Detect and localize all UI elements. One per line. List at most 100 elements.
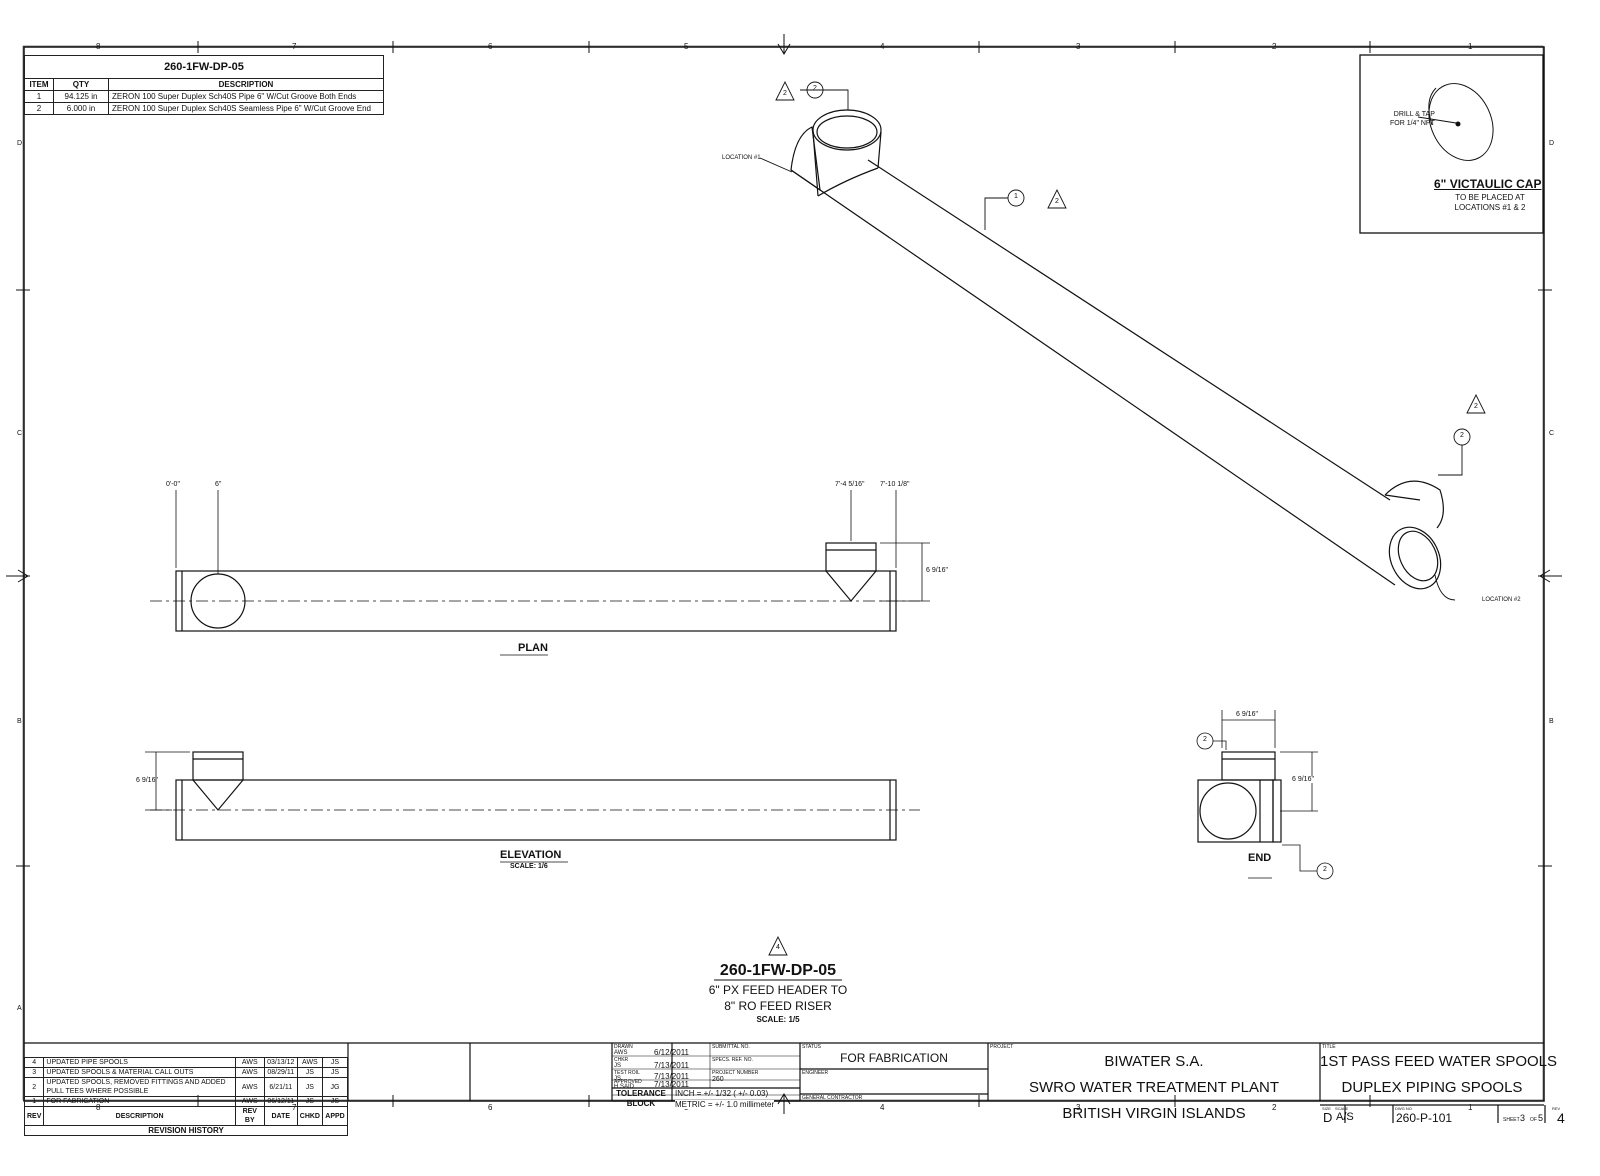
tb-chkd2-date: 7/13/2011	[654, 1072, 689, 1081]
main-title-number: 260-1FW-DP-05	[719, 962, 837, 979]
cap-detail-box	[1359, 54, 1544, 234]
rev-cell: JS	[296, 1096, 324, 1107]
bom-header-qty: QTY	[53, 78, 109, 91]
tb-engineer-label: ENGINEER	[802, 1070, 829, 1076]
column-label: 6	[488, 42, 493, 51]
row-label: B	[1549, 718, 1554, 725]
revision-history-title: REVISION HISTORY	[24, 1125, 348, 1136]
location-2-label: LOCATION #2	[1482, 597, 1521, 603]
balloon-label: 2	[1460, 432, 1464, 439]
rev-cell: 06/12/11	[263, 1096, 298, 1107]
sheet-border	[23, 46, 1545, 1102]
tb-tolerance-metric: METRIC = +/- 1.0 millimeter	[675, 1100, 775, 1109]
tb-value: H SAID	[614, 1084, 635, 1090]
rev-cell: UPDATED SPOOLS & MATERIAL CALL OUTS	[43, 1067, 236, 1078]
cap-subtitle-line: LOCATIONS #1 & 2	[1454, 203, 1526, 212]
tb-submittal: SUBMITTAL NO.	[712, 1044, 750, 1050]
elevation-scale: SCALE: 1/6	[510, 863, 548, 870]
rev-header: CHKD	[296, 1106, 324, 1126]
rev-cell: 6/21/11	[263, 1077, 298, 1097]
column-label: 1	[1468, 42, 1473, 51]
row-label: D	[1549, 140, 1555, 147]
plan-dim: 0'-0"	[166, 481, 180, 488]
bom-cell: 94.125 in	[53, 90, 109, 103]
tb-status-label: STATUS	[802, 1044, 821, 1050]
main-title-rev: 4	[776, 944, 780, 951]
balloon-label: 1	[1014, 193, 1018, 200]
tb-scale: A/S	[1336, 1111, 1354, 1123]
rev-cell: 03/13/12	[263, 1057, 298, 1068]
tb-size-label: SIZE	[1322, 1106, 1331, 1111]
tb-drawn-date: 6/12/2011	[654, 1048, 689, 1057]
row-label: A	[17, 1005, 22, 1012]
revision-history: 4 UPDATED PIPE SPOOLS AWS 03/13/12 AWS J…	[23, 1057, 348, 1136]
triangle-label: 2	[783, 90, 787, 97]
border-ticks	[6, 34, 1562, 1114]
isometric-pipe	[790, 109, 1444, 590]
rev-cell: 4	[23, 1057, 45, 1068]
rev-header: REV BY	[234, 1106, 265, 1126]
elevation-label: ELEVATION	[500, 849, 562, 861]
triangle-label: 2	[1474, 403, 1478, 410]
column-label: 6	[488, 1103, 493, 1112]
column-label: 1	[1468, 1103, 1473, 1112]
rev-header: DATE	[263, 1106, 298, 1126]
table-row: 4 UPDATED PIPE SPOOLS AWS 03/13/12 AWS J…	[23, 1057, 348, 1068]
column-label: 4	[880, 42, 885, 51]
table-row: 1 FOR FABRICATION AWS 06/12/11 JS JS	[23, 1096, 348, 1107]
plan-dim: 6"	[215, 481, 222, 488]
tb-chkd-date: 7/13/2011	[654, 1061, 689, 1070]
table-row: REV DESCRIPTION REV BY DATE CHKD APPD	[23, 1106, 348, 1126]
triangle-label: 2	[1055, 198, 1059, 205]
column-label: 8	[96, 42, 101, 51]
end-dim-v: 6 9/16"	[1292, 776, 1314, 783]
rev-header: REV	[23, 1106, 45, 1126]
tb-rev: 4	[1557, 1110, 1565, 1126]
bom-title: 260-1FW-DP-05	[24, 55, 384, 79]
tb-title: 1ST PASS FEED WATER SPOOLS DUPLEX PIPING…	[1320, 1049, 1557, 1101]
rev-header: APPD	[322, 1106, 348, 1126]
rev-cell: AWS	[234, 1096, 265, 1107]
rev-cell: 1	[23, 1096, 45, 1107]
tb-project-line: BRITISH VIRGIN ISLANDS	[1062, 1105, 1246, 1122]
table-row: 2 6.000 in ZERON 100 Super Duplex Sch40S…	[24, 102, 384, 115]
tb-dwg-no: 260-P-101	[1396, 1111, 1453, 1125]
bom-cell: ZERON 100 Super Duplex Sch40S Pipe 6" W/…	[108, 90, 384, 103]
iso-branch-opening	[812, 109, 882, 151]
cap-note: DRILL & TAP FOR 1/4" NPT	[1390, 110, 1435, 128]
rev-header: DESCRIPTION	[43, 1106, 236, 1126]
bom-header-item: ITEM	[24, 78, 54, 91]
cap-subtitle-line: TO BE PLACED AT	[1455, 193, 1525, 202]
tb-apprv: APPROVED H SAID	[614, 1080, 642, 1091]
plan-label: PLAN	[518, 642, 548, 654]
main-title-line2: 8" RO FEED RISER	[724, 999, 832, 1013]
tb-value: JS	[614, 1063, 622, 1069]
tb-rev-label: REV	[1552, 1106, 1561, 1111]
rev-cell: AWS	[234, 1057, 265, 1068]
tb-tolerance-label: TOLERANCE BLOCK	[612, 1089, 670, 1109]
end-view	[1197, 751, 1282, 843]
tb-project-label: PROJECT	[990, 1044, 1014, 1050]
rev-cell: AWS	[234, 1067, 265, 1078]
cap-subtitle: TO BE PLACED AT LOCATIONS #1 & 2	[1440, 193, 1540, 213]
bill-of-materials: 260-1FW-DP-05 ITEM QTY DESCRIPTION 1 94.…	[24, 55, 384, 115]
tb-gc-label: GENERAL CONTRACTOR	[802, 1095, 863, 1101]
bom-header-description: DESCRIPTION	[108, 78, 384, 91]
row-label: B	[17, 718, 22, 725]
bom-cell: 6.000 in	[53, 102, 109, 115]
tb-status: FOR FABRICATION	[840, 1051, 948, 1065]
plan-dim: 6 9/16"	[926, 567, 948, 574]
bom-cell: 1	[24, 90, 54, 103]
tb-sheet-label: SHEET	[1503, 1117, 1520, 1123]
balloon-label: 2	[1203, 736, 1207, 743]
tb-of-label: OF	[1530, 1117, 1537, 1123]
cap-note-line: DRILL & TAP	[1393, 111, 1435, 118]
rev-cell: FOR FABRICATION	[43, 1096, 236, 1107]
main-title-scale: SCALE: 1/5	[756, 1015, 800, 1024]
rev-cell: AWS	[234, 1077, 265, 1097]
row-label: D	[17, 140, 23, 147]
tb-specs-ref: SPECS. REF. NO.	[712, 1057, 753, 1063]
rev-cell: JS	[296, 1067, 324, 1078]
column-label: 3	[1076, 42, 1081, 51]
